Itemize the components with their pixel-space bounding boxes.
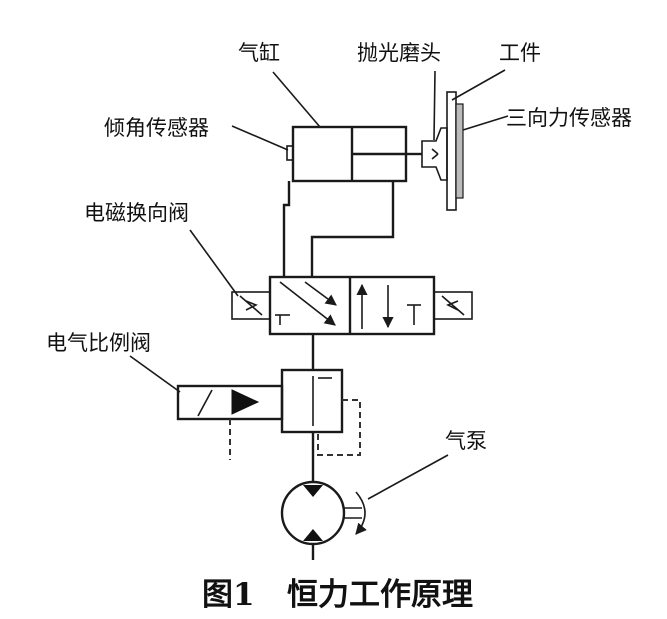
air-pump	[280, 480, 367, 546]
label-proportional-valve: 电气比例阀	[46, 331, 151, 355]
figure-caption: 图1 恒力工作原理	[202, 577, 473, 613]
label-solenoid-valve: 电磁换向阀	[84, 201, 189, 225]
cylinder	[286, 125, 422, 183]
label-workpiece: 工件	[499, 41, 541, 65]
label-tilt-sensor: 倾角传感器	[104, 116, 209, 140]
pipes	[282, 181, 395, 560]
label-polishing-head: 抛光磨头	[357, 41, 441, 65]
label-air-pump: 气泵	[445, 429, 487, 453]
solenoid-directional-valve	[231, 275, 473, 336]
leader-lines	[129, 69, 509, 500]
label-cylinder: 气缸	[238, 41, 280, 65]
workpiece	[446, 91, 464, 211]
label-force-sensor: 三向力传感器	[506, 106, 632, 130]
proportional-valve	[176, 368, 361, 460]
